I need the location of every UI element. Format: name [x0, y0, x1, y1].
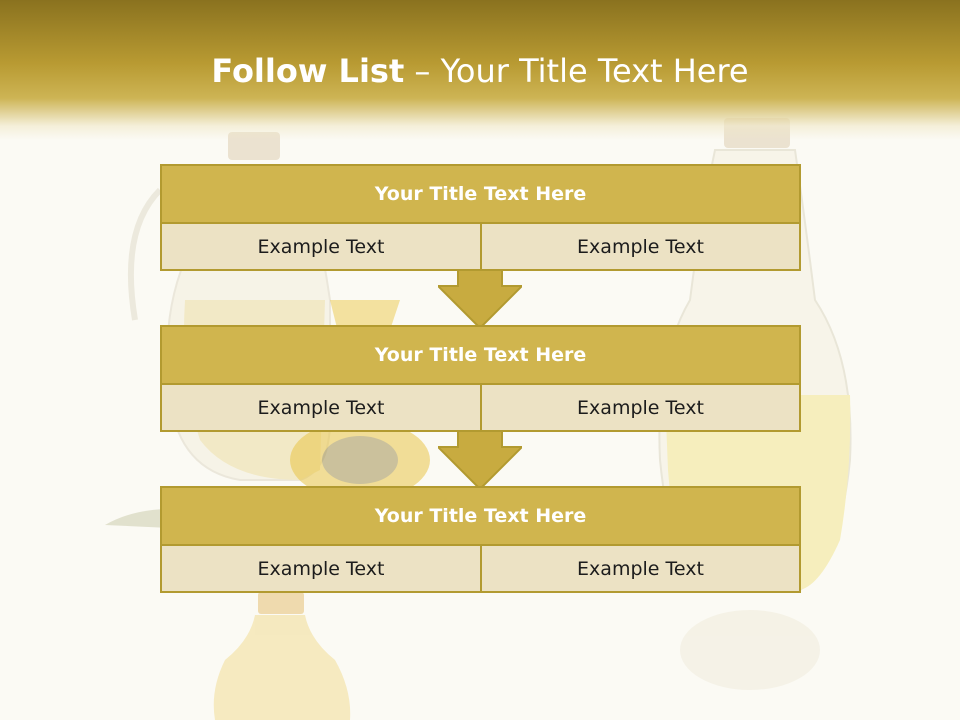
list-block-1: Your Title Text Here Example Text Exampl…: [160, 164, 801, 271]
block-title: Your Title Text Here: [162, 327, 799, 383]
oil-bottle-bottom-image: [213, 592, 351, 720]
slide-title-rest: – Your Title Text Here: [414, 52, 749, 90]
block-cell-left: Example Text: [162, 224, 480, 269]
down-arrow-icon: [438, 431, 522, 489]
header-bar: [0, 0, 960, 140]
block-cell-left: Example Text: [162, 385, 480, 430]
block-cell-left: Example Text: [162, 546, 480, 591]
slide-title: Follow List – Your Title Text Here: [0, 52, 960, 90]
list-block-3: Your Title Text Here Example Text Exampl…: [160, 486, 801, 593]
down-arrow-icon: [438, 270, 522, 328]
block-cell-right: Example Text: [482, 546, 799, 591]
block-title: Your Title Text Here: [162, 166, 799, 222]
block-cell-right: Example Text: [482, 385, 799, 430]
block-cell-right: Example Text: [482, 224, 799, 269]
slide-title-bold: Follow List: [211, 52, 405, 90]
list-block-2: Your Title Text Here Example Text Exampl…: [160, 325, 801, 432]
block-title: Your Title Text Here: [162, 488, 799, 544]
